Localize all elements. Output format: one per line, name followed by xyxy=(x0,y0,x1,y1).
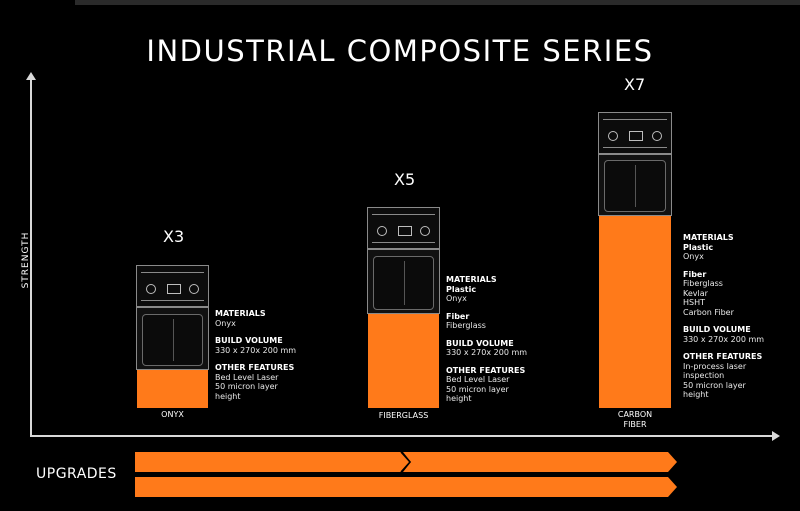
strength-bar-x3 xyxy=(137,370,208,408)
category-label-x7: CARBON FIBER xyxy=(617,410,653,429)
spec-line: In-process laser xyxy=(683,361,747,371)
strength-bar-x5 xyxy=(368,314,439,408)
printer-top xyxy=(598,112,672,154)
specs-x3: MATERIALS Onyx BUILD VOLUME 330 x 270x 2… xyxy=(215,309,325,401)
spec-heading: MATERIALS xyxy=(446,275,497,284)
print-head-icon xyxy=(398,226,412,236)
spec-heading: BUILD VOLUME xyxy=(446,338,514,348)
printer-body xyxy=(598,154,672,216)
spec-line: Onyx xyxy=(446,294,467,303)
upgrade-arrow-x3-to-x7 xyxy=(135,477,677,497)
spool-icon xyxy=(608,131,618,141)
spec-subheading: Fiber xyxy=(683,269,707,279)
y-axis xyxy=(30,78,32,436)
spec-subheading: Fiber xyxy=(446,311,470,321)
spec-heading: MATERIALS xyxy=(683,233,734,242)
upgrade-chevron-divider xyxy=(400,451,412,473)
model-name-x5: X5 xyxy=(394,170,416,189)
spec-line: Onyx xyxy=(215,318,236,328)
print-head-icon xyxy=(167,284,181,294)
spec-heading: BUILD VOLUME xyxy=(683,325,751,334)
page-title: INDUSTRIAL COMPOSITE SERIES xyxy=(146,34,654,68)
spec-subheading: Plastic xyxy=(683,242,714,252)
top-strip xyxy=(75,0,800,5)
spec-subheading: Plastic xyxy=(446,284,477,294)
spec-line: Fiberglass xyxy=(446,321,486,330)
category-label-x3: ONYX xyxy=(161,410,184,419)
printer-top xyxy=(367,207,440,249)
spec-line: height xyxy=(215,391,241,401)
x-axis-arrowhead xyxy=(772,431,780,441)
print-head-icon xyxy=(629,131,643,141)
spec-heading: OTHER FEATURES xyxy=(446,365,526,375)
category-label-x5: FIBERGLASS xyxy=(378,411,429,420)
spec-line: HSHT xyxy=(683,298,705,307)
spec-line: Carbon Fiber xyxy=(683,307,734,317)
spool-icon xyxy=(420,226,430,236)
spec-line: 330 x 270x 200 mm xyxy=(683,334,765,344)
upgrade-arrow-x3-to-x5 xyxy=(135,452,410,472)
upgrade-arrow-x5-to-x7 xyxy=(403,452,677,472)
spool-icon xyxy=(146,284,156,294)
spec-heading: MATERIALS xyxy=(215,309,266,318)
spool-icon xyxy=(377,226,387,236)
spec-heading: OTHER FEATURES xyxy=(215,363,295,372)
printer-body xyxy=(136,307,209,370)
spec-line: Kevlar xyxy=(683,288,708,298)
printer-x3 xyxy=(136,265,209,370)
printer-body xyxy=(367,249,440,314)
specs-x5: MATERIALS Plastic Onyx Fiber Fiberglass … xyxy=(446,275,556,404)
specs-x7: MATERIALS Plastic Onyx Fiber Fiberglass … xyxy=(683,233,793,400)
printer-x7 xyxy=(598,112,672,216)
y-axis-arrowhead xyxy=(26,72,36,80)
spec-line: 50 micron layer xyxy=(446,384,509,394)
upgrades-label: UPGRADES xyxy=(36,466,117,482)
spec-line: Bed Level Laser xyxy=(446,375,510,384)
spec-line: 50 micron layer xyxy=(683,380,746,390)
printer-door xyxy=(604,160,666,212)
spec-line: Onyx xyxy=(683,252,704,261)
spec-line: 50 micron layer xyxy=(215,382,278,391)
x-axis xyxy=(30,435,774,437)
spec-line: Fiberglass xyxy=(683,279,723,288)
spec-line: inspection xyxy=(683,371,725,380)
model-name-x3: X3 xyxy=(163,227,185,246)
model-name-x7: X7 xyxy=(624,75,646,94)
spec-line: 330 x 270x 200 mm xyxy=(215,345,297,355)
strength-bar-x7 xyxy=(599,216,671,408)
spec-line: Bed Level Laser xyxy=(215,372,279,382)
spool-icon xyxy=(189,284,199,294)
spec-line: height xyxy=(446,394,472,403)
spec-line: height xyxy=(683,390,709,399)
printer-door xyxy=(373,256,434,310)
printer-top xyxy=(136,265,209,307)
spec-line: 330 x 270x 200 mm xyxy=(446,348,528,357)
spec-heading: OTHER FEATURES xyxy=(683,352,763,361)
spool-icon xyxy=(652,131,662,141)
printer-door xyxy=(142,314,203,366)
printer-x5 xyxy=(367,207,440,314)
spec-heading: BUILD VOLUME xyxy=(215,336,283,345)
